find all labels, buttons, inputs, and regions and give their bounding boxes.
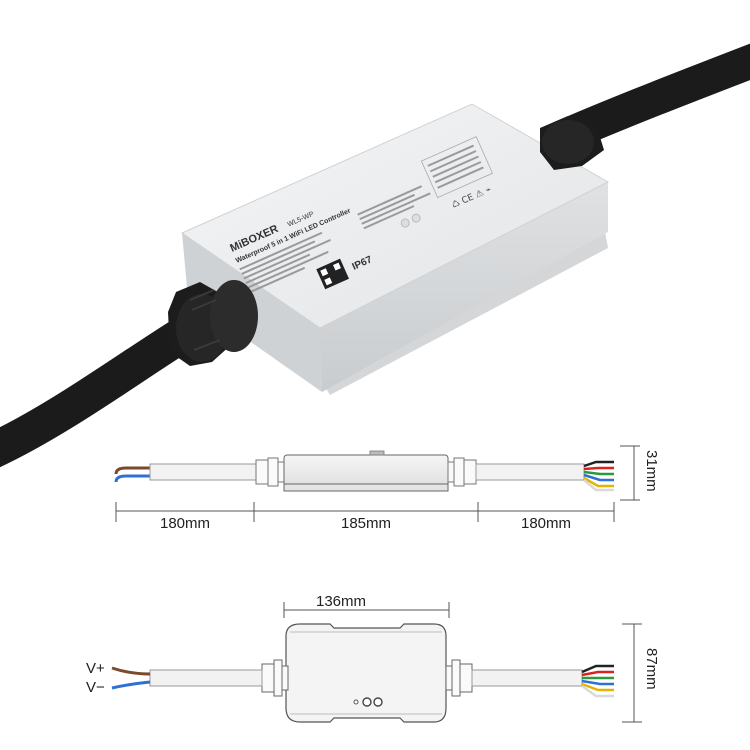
top-depth-label: 87mm: [643, 648, 660, 690]
top-left-cable: [149, 669, 263, 687]
top-width-label: 136mm: [316, 593, 366, 610]
side-left-gland: [255, 457, 285, 487]
top-right-cable: [471, 669, 583, 687]
top-wire-brown: [111, 666, 151, 676]
button-hole: [400, 218, 410, 228]
left-power-cable: [0, 314, 200, 468]
side-body-length: 185mm: [341, 515, 391, 532]
wire-plus-label: V+: [86, 660, 105, 677]
button-right: [373, 697, 383, 707]
button-left: [362, 697, 372, 707]
wire-minus-label: V−: [86, 679, 105, 696]
side-wire-brown: [114, 466, 150, 475]
top-housing: [285, 623, 447, 723]
right-cable-gland: [540, 116, 604, 170]
side-left-cable-length: 180mm: [160, 515, 210, 532]
side-wire-blue: [114, 474, 150, 483]
top-view: 136mm V+ V−: [86, 593, 660, 723]
housing-front: [320, 182, 608, 392]
side-height-label: 31mm: [643, 450, 660, 492]
button-hole: [411, 213, 421, 223]
product-photo: MiBOXER WL5-WP Waterproof 5 in 1 WiFi LE…: [0, 43, 750, 468]
side-left-cable: [149, 463, 257, 481]
housing-lid: [180, 103, 610, 329]
side-view: 31mm 180mm 185mm 180mm: [114, 445, 660, 532]
top-right-gland: [445, 659, 473, 697]
side-right-cable-length: 180mm: [521, 515, 571, 532]
left-cable-gland: [168, 280, 258, 366]
side-output-wires: [583, 460, 614, 492]
side-right-cable: [475, 463, 585, 481]
qr-code: [316, 258, 349, 290]
led-indicator: [353, 699, 359, 705]
top-output-wires: [581, 664, 614, 698]
top-wire-blue: [111, 680, 151, 690]
side-right-gland: [447, 457, 477, 487]
top-left-gland: [261, 659, 289, 697]
